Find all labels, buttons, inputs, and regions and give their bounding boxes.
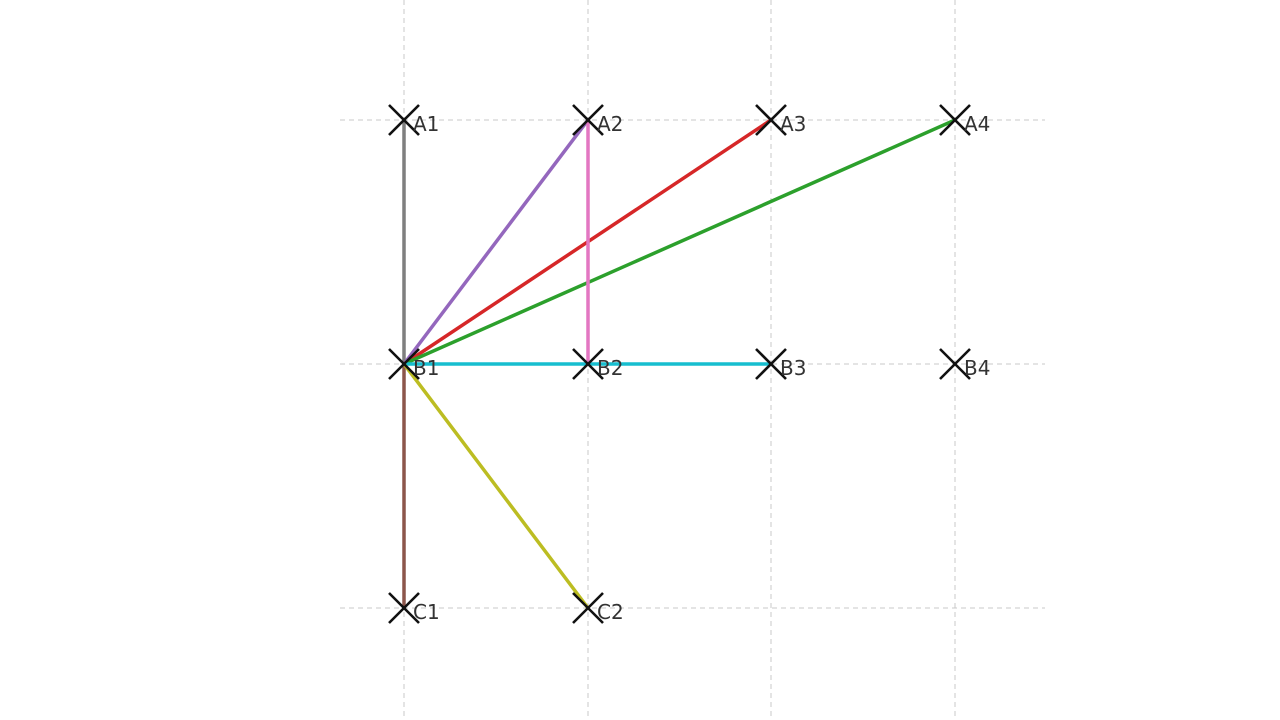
node-b1: B1: [388, 348, 439, 380]
node-a1: A1: [388, 104, 439, 136]
node-label: B4: [964, 356, 990, 380]
x-marker-icon: [572, 104, 604, 136]
x-marker-icon: [388, 348, 420, 380]
edge-b1-a2: [402, 118, 590, 366]
node-b3: B3: [755, 348, 806, 380]
x-marker-icon: [755, 104, 787, 136]
x-marker-icon: [939, 104, 971, 136]
node-label: B1: [413, 356, 439, 380]
node-c1: C1: [388, 592, 440, 624]
node-label: C2: [597, 600, 624, 624]
node-b4: B4: [939, 348, 990, 380]
node-label: A3: [780, 112, 806, 136]
x-marker-icon: [755, 348, 787, 380]
node-label: A1: [413, 112, 439, 136]
node-b2: B2: [572, 348, 623, 380]
x-marker-icon: [572, 592, 604, 624]
edge-b1-c2: [402, 362, 590, 610]
x-marker-icon: [388, 104, 420, 136]
node-label: C1: [413, 600, 440, 624]
node-label: B2: [597, 356, 623, 380]
node-label: A2: [597, 112, 623, 136]
edge-b1-a4: [402, 118, 957, 366]
node-label: A4: [964, 112, 990, 136]
node-label: B3: [780, 356, 806, 380]
x-marker-icon: [572, 348, 604, 380]
x-marker-icon: [939, 348, 971, 380]
x-marker-icon: [388, 592, 420, 624]
node-c2: C2: [572, 592, 624, 624]
node-a2: A2: [572, 104, 623, 136]
grid-lines: [340, 0, 1045, 720]
node-a4: A4: [939, 104, 990, 136]
node-a3: A3: [755, 104, 806, 136]
